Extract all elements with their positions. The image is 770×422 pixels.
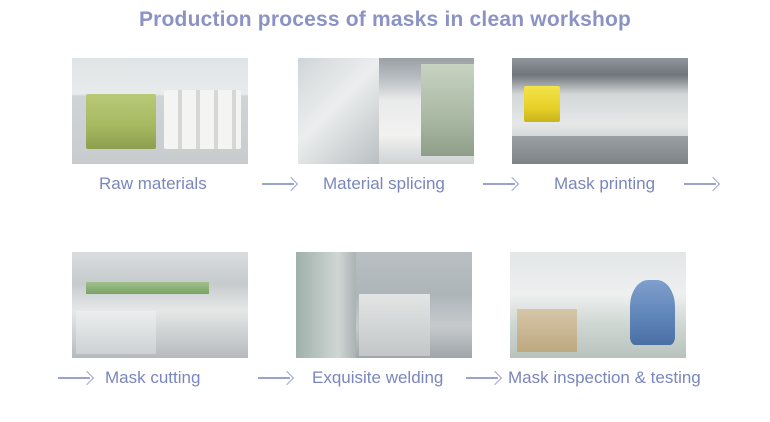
step-label-raw-materials: Raw materials	[99, 174, 207, 193]
welding-machine-photo	[296, 252, 472, 358]
printing-rollers-photo	[512, 58, 688, 164]
step-card-mask-inspection	[510, 252, 686, 358]
arrow-right-icon	[258, 370, 298, 386]
arrow-right-icon	[466, 370, 506, 386]
step-label-mask-printing: Mask printing	[554, 174, 656, 193]
arrow-right-icon	[684, 176, 724, 192]
page-title: Production process of masks in clean wor…	[138, 8, 632, 31]
arrow-right-icon	[483, 176, 523, 192]
step-card-exquisite-welding	[296, 252, 472, 358]
step-label-exquisite-welding: Exquisite welding	[312, 368, 444, 387]
step-label-material-splicing: Material splicing	[323, 174, 445, 193]
inspection-cleanroom-photo	[510, 252, 686, 358]
step-card-raw-materials	[72, 58, 248, 164]
step-card-material-splicing	[298, 58, 474, 164]
arrow-right-icon	[262, 176, 302, 192]
process-row-bottom: Mask cutting Exquisite welding Mask insp…	[0, 252, 770, 392]
cutting-machine-photo	[72, 252, 248, 358]
process-row-top: Raw materials Material splicing Mask pri…	[0, 58, 770, 198]
step-card-mask-printing	[512, 58, 688, 164]
warehouse-pallets-photo	[72, 58, 248, 164]
step-card-mask-cutting	[72, 252, 248, 358]
arrow-right-icon	[58, 370, 98, 386]
splicing-machine-photo	[298, 58, 474, 164]
step-label-mask-cutting: Mask cutting	[105, 368, 201, 387]
step-label-mask-inspection: Mask inspection & testing	[508, 368, 701, 387]
